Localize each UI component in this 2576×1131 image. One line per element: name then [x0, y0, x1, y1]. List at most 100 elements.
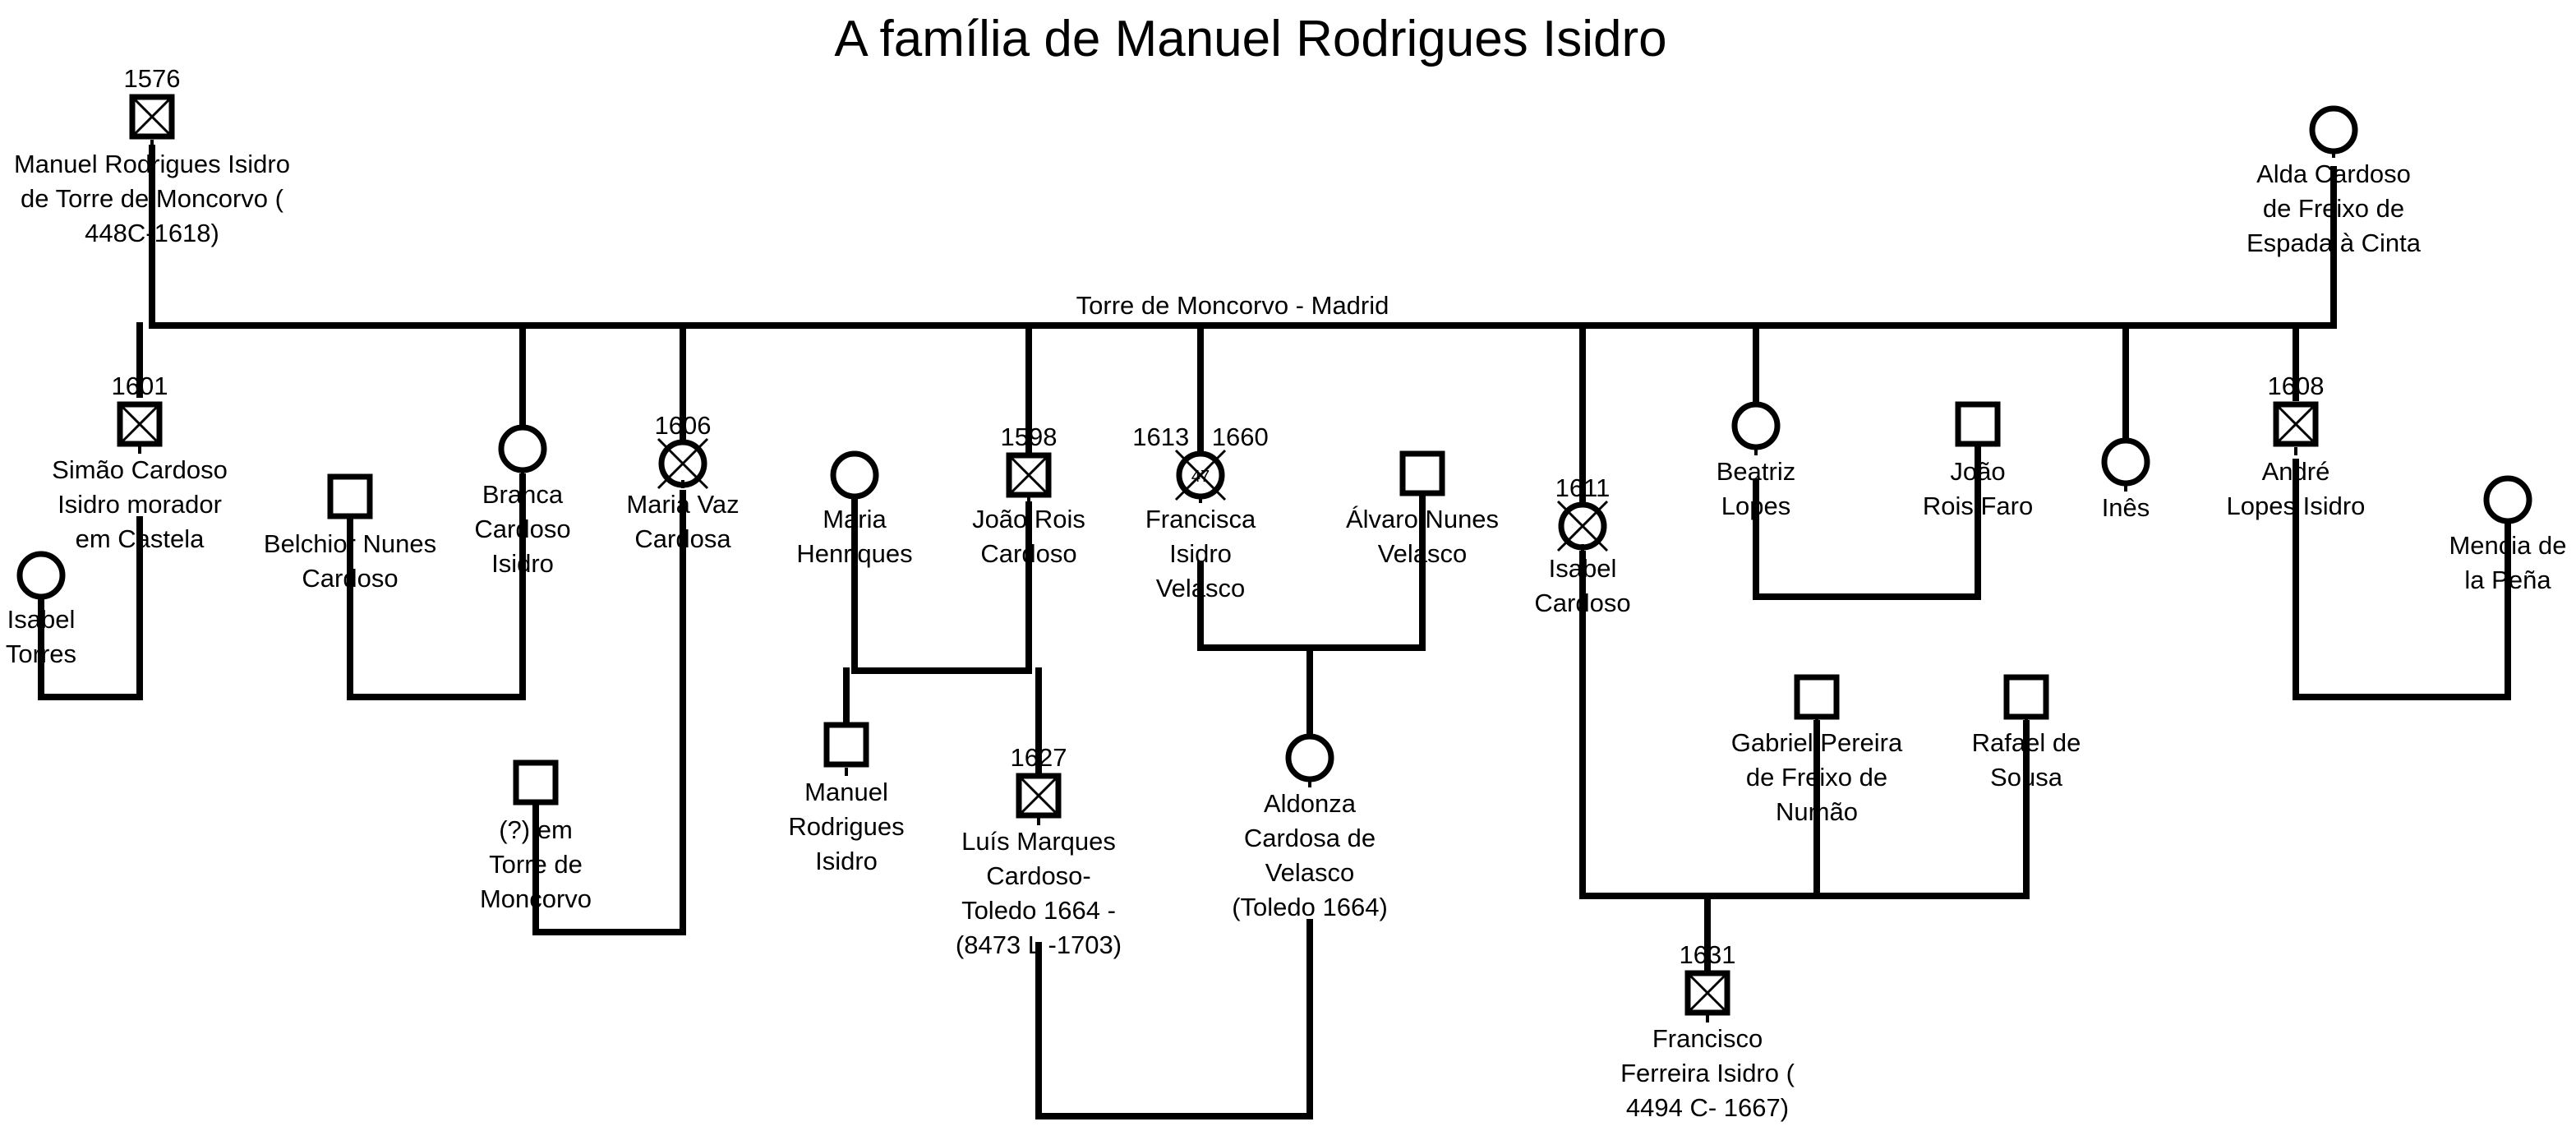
birth-year: 1631: [1680, 940, 1736, 969]
person-name-line: Ferreira Isidro (: [1620, 1059, 1795, 1087]
person-name-line: Cardoso: [302, 564, 398, 593]
male-square-symbol: [1955, 401, 2001, 447]
marriage-maria-vaz-unknown: [532, 490, 686, 935]
person-name-line: Álvaro Nunes: [1346, 505, 1499, 533]
female-circle-symbol: [16, 551, 66, 600]
deceased-cross-mark: [1007, 454, 1050, 496]
person-name-line: Lopes Isidro: [2227, 492, 2366, 520]
person-name-line: Francisca: [1145, 505, 1256, 533]
person-name-line: Manuel: [804, 778, 888, 806]
male-square-symbol: [513, 759, 559, 806]
person-name-line: Cardoso: [474, 515, 570, 543]
person-name-line: Cardoso: [980, 539, 1076, 568]
person-gabriel: Gabriel Pereira de Freixo de Numão: [1731, 674, 1903, 826]
person-name-line: Lopes: [1721, 492, 1790, 520]
person-name-line: Branca: [482, 480, 564, 509]
female-circle-symbol: [1731, 401, 1781, 450]
person-ines: Inês: [2101, 437, 2150, 522]
female-circle-symbol: [1285, 733, 1334, 782]
person-name-line: Isidro: [491, 549, 554, 578]
person-name-line: Belchior Nunes: [264, 529, 436, 558]
birth-year: 1627: [1011, 743, 1067, 772]
deceased-cross-mark: [1174, 449, 1227, 501]
person-name-line: (8473 L -1703): [956, 930, 1122, 959]
marriage-belchior-branca: [347, 473, 526, 700]
marriage-isabel-rafael: [1579, 551, 2030, 899]
female-circle-symbol: [2101, 437, 2150, 487]
birth-year: 1576: [124, 64, 181, 93]
person-name-line: Rois Faro: [1923, 492, 2033, 520]
person-name-line: Aldonza: [1264, 789, 1357, 818]
person-name-line: Inês: [2102, 493, 2150, 522]
person-name-line: João Rois: [972, 505, 1085, 533]
person-name-line: de Freixo de: [2263, 194, 2404, 223]
person-alda: Alda Cardoso de Freixo de Espada à Cinta: [2247, 105, 2422, 257]
birth-year: 1608: [2268, 372, 2325, 400]
deceased-cross-mark: [131, 95, 173, 138]
female-circle-symbol: [498, 424, 547, 473]
deceased-cross-mark: [1556, 500, 1609, 552]
female-circle-symbol: [830, 450, 879, 500]
male-square-symbol: [823, 722, 869, 768]
deceased-cross-mark: [1017, 774, 1060, 817]
person-name-line: Cardosa de: [1244, 824, 1376, 852]
female-circle-symbol: [2483, 475, 2532, 524]
deceased-cross-mark: [657, 437, 709, 490]
birth-year: 1601: [112, 372, 168, 400]
deceased-cross-mark: [1686, 972, 1729, 1014]
person-name-line: (Toledo 1664): [1232, 893, 1388, 921]
person-name-line: Cardoso-: [986, 861, 1091, 890]
male-square-symbol: [327, 473, 373, 519]
person-name-line: Rodrigues: [788, 812, 904, 841]
person-name-line: Velasco: [1378, 539, 1468, 568]
person-name-line: de Torre de Moncorvo (: [21, 184, 284, 213]
marriage-beatriz-joao-faro: [1753, 437, 1981, 600]
birth-year: 1613 - 1660: [1132, 422, 1268, 451]
person-name-line: Francisco: [1652, 1024, 1763, 1053]
person-name-line: André: [2262, 457, 2330, 486]
person-name-line: Cardoso: [1534, 589, 1630, 617]
person-name-line: Torres: [6, 639, 76, 668]
deceased-cross-mark: [2274, 403, 2317, 445]
person-name-line: Rafael de: [1972, 728, 2081, 757]
person-name-line: João: [1950, 457, 2005, 486]
person-name-line: Cardosa: [634, 524, 731, 553]
person-name-line: Gabriel Pereira: [1731, 728, 1903, 757]
person-name-line: Numão: [1776, 797, 1858, 826]
person-name-line: Isidro: [815, 847, 878, 875]
person-name-line: Moncorvo: [480, 884, 592, 913]
diagram-title: A família de Manuel Rodrigues Isidro: [834, 11, 1666, 67]
person-name-line: Beatriz: [1717, 457, 1795, 486]
birth-year: 1611: [1555, 473, 1611, 502]
male-square-symbol: [1794, 674, 1840, 720]
person-name-line: Isidro: [1169, 539, 1232, 568]
person-name-line: Sousa: [1990, 763, 2063, 792]
person-name-line: la Peña: [2464, 566, 2551, 594]
person-name-line: Espada à Cinta: [2247, 229, 2422, 257]
birth-year: 1598: [1001, 422, 1058, 451]
marriage-maria-henriques-joao: [851, 498, 1032, 674]
person-name-line: de Freixo de: [1746, 763, 1887, 792]
person-name-line: Isabel: [7, 605, 76, 634]
birth-year: 1606: [655, 411, 712, 440]
male-square-symbol: [2003, 674, 2049, 720]
person-name-line: Alda Cardoso: [2256, 159, 2411, 188]
marriage-luis-aldonza: [1035, 919, 1313, 1119]
